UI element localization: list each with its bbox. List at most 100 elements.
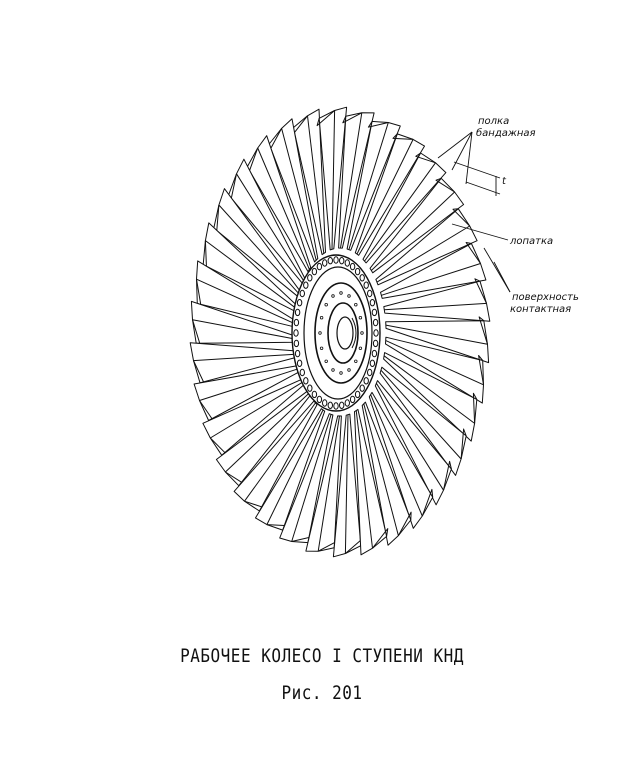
blade-edge <box>210 381 304 439</box>
rim-slot <box>363 377 369 385</box>
blade-edge <box>356 139 414 255</box>
blade-edge <box>375 383 444 491</box>
rim-slot <box>373 329 379 337</box>
bolt-hole <box>358 346 363 350</box>
blade <box>385 336 484 404</box>
bolt-hole <box>331 294 335 298</box>
blade <box>268 118 319 263</box>
blade-shroud <box>392 133 414 140</box>
rim-slot <box>294 349 301 358</box>
rim-slot <box>327 257 333 265</box>
rim-slot <box>293 318 300 327</box>
rim-slot <box>354 390 361 399</box>
blade-edge <box>355 410 373 549</box>
bolt-hole <box>360 331 364 335</box>
blade-edge <box>291 414 332 542</box>
rim-slot <box>369 299 376 307</box>
blade-shroud <box>342 112 363 124</box>
bolt-hole <box>324 303 328 307</box>
rim-slot <box>303 281 309 289</box>
rim-slot <box>359 384 365 392</box>
blade <box>338 112 375 249</box>
blade <box>246 135 312 273</box>
rim-slot <box>371 349 378 358</box>
contact-label-line2: контактная <box>510 304 571 315</box>
blade <box>379 366 467 476</box>
rim-slot <box>294 308 301 317</box>
contact-leader-2 <box>493 261 511 293</box>
blade <box>255 408 326 531</box>
bolt-hole <box>354 359 358 363</box>
blade-edge <box>385 340 484 386</box>
blade-shroud <box>367 121 389 128</box>
blade-label: лопатка <box>509 236 553 247</box>
rim-slot <box>303 377 309 385</box>
rim-slot <box>293 329 299 337</box>
blade-edge <box>266 409 324 525</box>
rim-slot <box>363 281 369 289</box>
rim-slot <box>299 289 305 298</box>
rim-slot <box>296 359 303 367</box>
blade-shroud <box>435 177 455 193</box>
rim-slot <box>311 267 318 276</box>
rim-slot <box>333 402 339 410</box>
blade <box>279 413 334 544</box>
bolt-hole <box>354 303 358 307</box>
callout-labels: полка бандажная t лопатка поверхность ко… <box>476 116 579 315</box>
blade-edge <box>192 319 295 340</box>
rim-slot <box>349 395 356 404</box>
blade-edge <box>193 353 296 362</box>
blade-leader <box>451 223 509 241</box>
bolt-hole <box>339 371 343 375</box>
blade-edge <box>225 393 310 473</box>
rim-slot <box>344 399 350 407</box>
blade-edge <box>331 110 336 250</box>
blade-edge <box>281 128 317 261</box>
rim-slot <box>327 401 333 409</box>
rim-slot <box>349 262 356 271</box>
rim-slot <box>307 384 313 392</box>
rim-slot <box>307 274 313 282</box>
pitch-label: t <box>502 176 507 187</box>
bolt-hole <box>319 316 324 320</box>
blade-shroud <box>421 488 434 517</box>
blade <box>380 243 487 299</box>
bolt-hole <box>324 359 328 363</box>
blade-shroud <box>478 316 488 345</box>
disk-serrations <box>293 256 379 410</box>
blade <box>354 408 388 556</box>
rim-slot <box>339 257 345 265</box>
pitch-leader-1 <box>453 161 501 179</box>
shroud-leader-3 <box>465 131 473 185</box>
blade <box>361 401 412 546</box>
rim-slot <box>299 368 305 377</box>
rim-slot <box>293 339 300 348</box>
blade-edge <box>363 403 399 536</box>
blade-edge <box>376 225 470 283</box>
blade <box>354 133 425 256</box>
blade-shroud <box>452 208 471 227</box>
bolt-hole <box>347 294 351 298</box>
figure-number: Рис. 201 <box>281 681 363 704</box>
blade-edge <box>236 173 305 281</box>
rim-slot <box>367 368 373 377</box>
rim-slot <box>371 308 378 317</box>
disk-bolt-circle <box>318 291 364 375</box>
blade <box>305 415 342 552</box>
rim-slot <box>369 359 376 367</box>
blade-edge <box>196 278 295 324</box>
blade-shroud <box>474 278 487 304</box>
blade-edge <box>307 115 325 254</box>
rotor-wheel-drawing: полка бандажная t лопатка поверхность ко… <box>189 106 579 558</box>
blade-shroud <box>372 528 389 549</box>
blade <box>385 320 490 364</box>
disk-ring-inner <box>327 302 359 364</box>
blade-shroud <box>465 242 481 264</box>
rim-slot <box>354 267 361 276</box>
blade-shroud <box>443 460 452 491</box>
blade <box>362 152 447 264</box>
blade-edge <box>317 415 340 552</box>
blade-edge <box>257 147 310 270</box>
hub-disk <box>291 254 381 412</box>
bolt-hole <box>331 368 335 372</box>
